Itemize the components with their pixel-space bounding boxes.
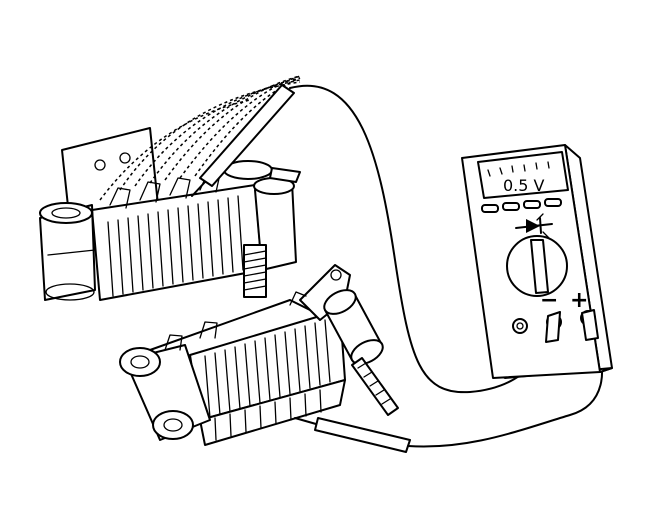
meter-buttons[interactable]	[481, 198, 562, 213]
minus-plug	[545, 311, 561, 343]
common-jack[interactable]	[512, 318, 528, 334]
diode-mode-icon	[515, 213, 553, 239]
plus-jack-label: +	[570, 288, 588, 313]
meter-button-3[interactable]	[523, 200, 541, 209]
lower-rectifier	[119, 264, 399, 446]
meter-button-1[interactable]	[481, 204, 499, 213]
selector-dial[interactable]	[506, 235, 568, 297]
ghost-probe-paths	[99, 75, 301, 201]
display-readout: 0.5 V	[503, 176, 545, 195]
lower-test-probe	[294, 417, 411, 453]
meter-button-4[interactable]	[544, 198, 562, 207]
upper-test-probe	[191, 84, 295, 197]
meter-display	[477, 151, 569, 199]
minus-jack-label: −	[540, 288, 558, 313]
upper-rectifier	[39, 127, 301, 301]
meter-button-2[interactable]	[502, 202, 520, 211]
plus-plug	[581, 309, 599, 341]
multimeter: 0.5 V − +	[461, 144, 613, 379]
